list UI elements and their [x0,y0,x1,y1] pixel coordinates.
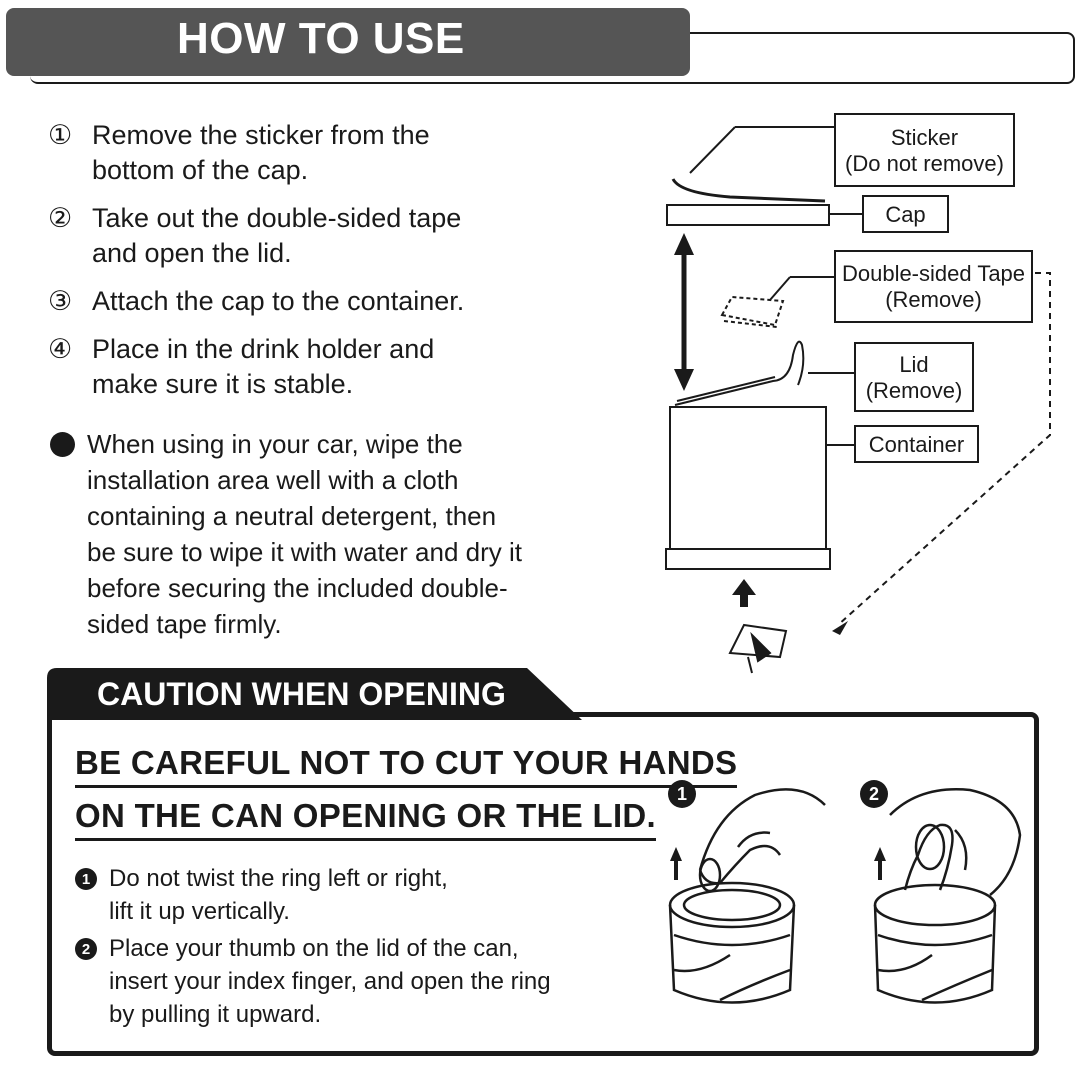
car-usage-note: When using in your car, wipe the install… [50,426,550,642]
step-4: ④ Place in the drink holder and make sur… [48,332,608,402]
can-pull-ring-icon [873,788,1022,1004]
step-2: ② Take out the double-sided tape and ope… [48,201,608,271]
caution-step-2: 2 Place your thumb on the lid of the can… [75,932,551,1031]
cap-shape [666,204,830,226]
caution-step-text: Do not twist the ring left or right, lif… [109,865,448,925]
step-badge: 1 [75,868,97,890]
double-sided-tape-label: Double-sided Tape (Remove) [834,250,1033,323]
bullet-icon [50,432,75,457]
caution-panel [47,712,1039,1056]
container-label: Container [854,425,979,463]
step-badge: 2 [75,938,97,960]
header-banner [6,8,690,76]
step-number: ① [48,120,73,150]
step-text: Attach the cap to the container. [92,286,465,316]
illustration-badge-2: 2 [860,780,888,808]
page-title: HOW TO USE [177,14,465,63]
sticker-label: Sticker (Do not remove) [834,113,1015,187]
assembly-drawing [665,126,1051,674]
step-number: ② [48,203,73,233]
step-number: ④ [48,334,73,364]
step-text: Take out the double-sided tape and open … [92,203,462,268]
caution-step-text: Place your thumb on the lid of the can, … [109,935,551,1028]
note-text: When using in your car, wipe the install… [87,429,522,639]
step-3: ③ Attach the cap to the container. [48,284,608,319]
lid-shape [674,340,805,406]
sticker-leader [689,126,736,174]
step-text: Remove the sticker from the bottom of th… [92,120,430,185]
caution-tab [47,668,582,720]
step-text: Place in the drink holder and make sure … [92,334,435,399]
container-base [665,548,831,570]
dashed-route [837,272,1051,626]
warning-line-1: BE CAREFUL NOT TO CUT YOUR HANDS [75,744,738,788]
cap-label: Cap [862,195,949,233]
sticker-shape [671,178,826,203]
assembly-diagram: Sticker (Do not remove) Cap Double-sided… [640,105,1080,685]
step-1: ① Remove the sticker from the bottom of … [48,118,608,188]
warning-line-2: ON THE CAN OPENING OR THE LID. [75,797,657,841]
container-shape [669,406,827,550]
caution-step-1: 1 Do not twist the ring left or right, l… [75,862,448,928]
instruction-steps: ① Remove the sticker from the bottom of … [48,118,608,415]
step-number: ③ [48,286,73,316]
caution-title: CAUTION WHEN OPENING [97,676,506,712]
lid-label: Lid (Remove) [854,342,974,412]
illustration-badge-1: 1 [668,780,696,808]
can-lift-ring-icon [668,788,826,1004]
tape-shape [720,295,785,327]
